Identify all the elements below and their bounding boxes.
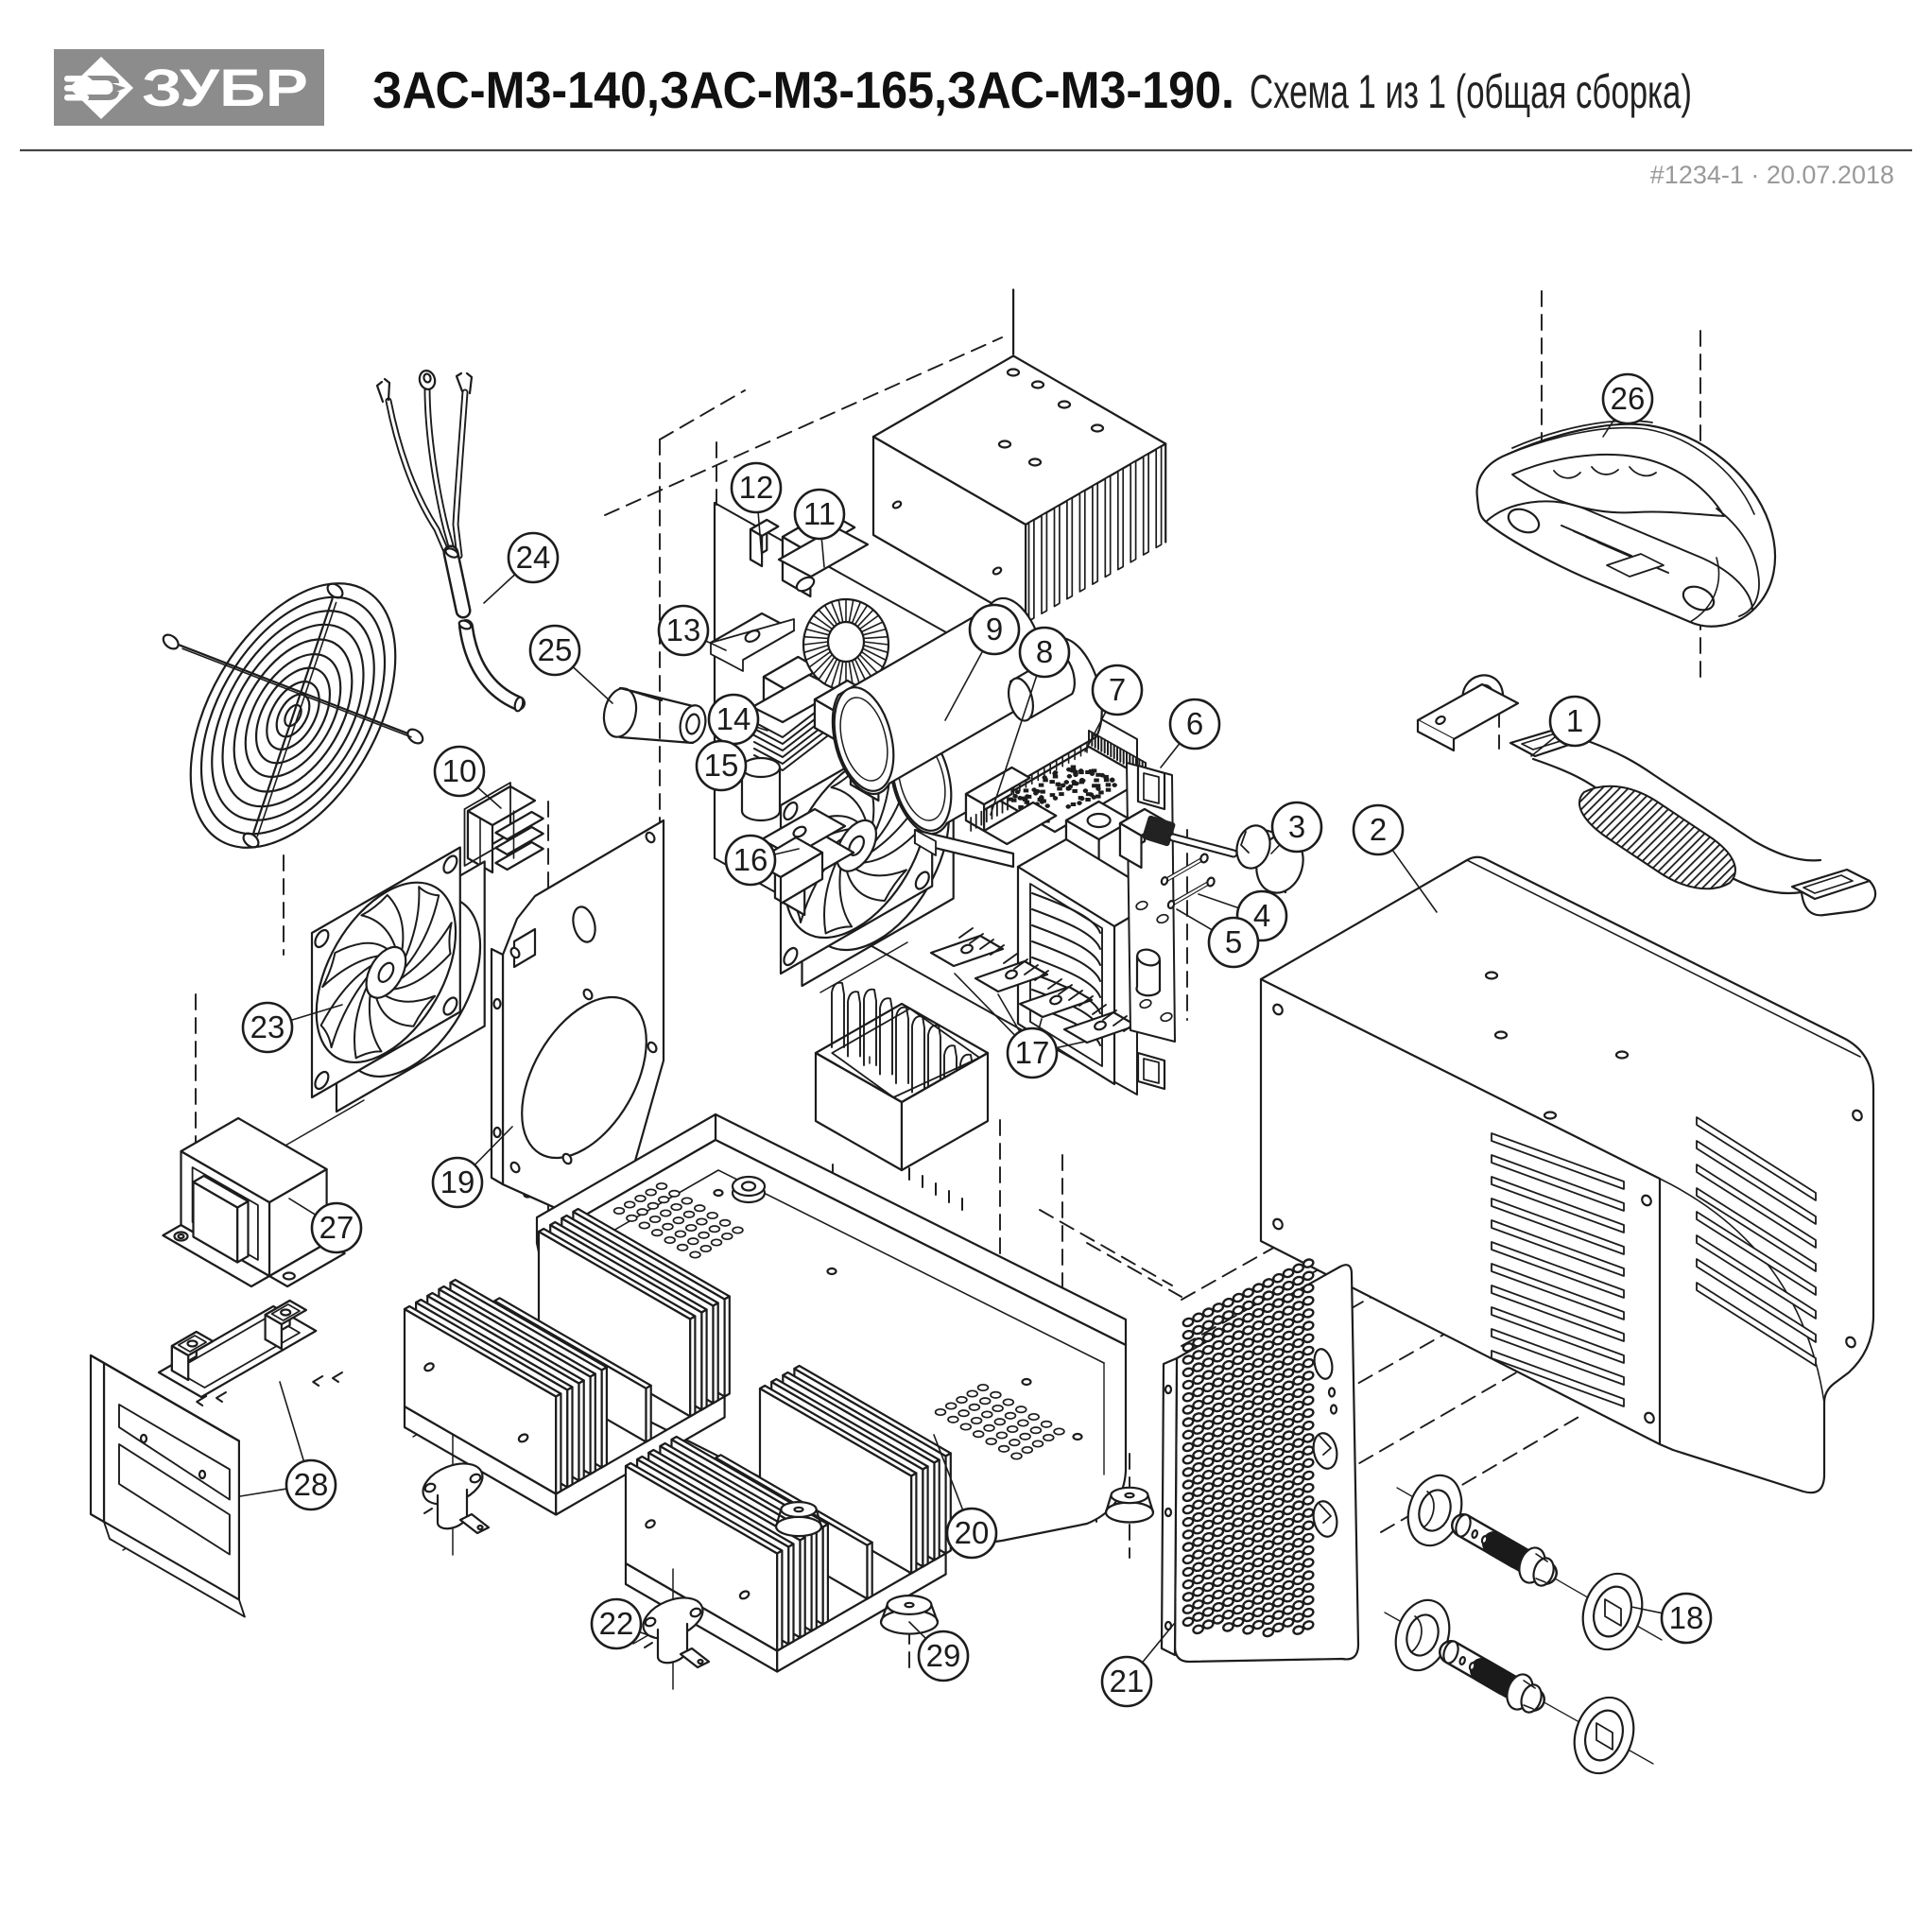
svg-text:27: 27 xyxy=(319,1210,354,1245)
svg-text:7: 7 xyxy=(1109,672,1126,707)
svg-text:16: 16 xyxy=(733,842,768,877)
svg-text:21: 21 xyxy=(1110,1664,1145,1699)
svg-text:Схема 1 из 1 (общая сборка): Схема 1 из 1 (общая сборка) xyxy=(1250,65,1692,118)
svg-text:17: 17 xyxy=(1015,1035,1050,1070)
svg-text:29: 29 xyxy=(926,1638,961,1673)
svg-text:8: 8 xyxy=(1036,634,1053,669)
svg-text:24: 24 xyxy=(516,540,551,575)
svg-text:4: 4 xyxy=(1253,898,1270,933)
svg-text:23: 23 xyxy=(250,1009,285,1044)
svg-text:2: 2 xyxy=(1370,812,1387,847)
svg-text:3: 3 xyxy=(1288,809,1305,844)
svg-text:25: 25 xyxy=(538,632,573,667)
svg-text:19: 19 xyxy=(440,1164,475,1199)
svg-text:9: 9 xyxy=(986,612,1003,647)
svg-text:26: 26 xyxy=(1611,381,1646,416)
svg-text:15: 15 xyxy=(704,748,739,783)
svg-text:1: 1 xyxy=(1566,703,1583,738)
svg-text:ЗУБР: ЗУБР xyxy=(142,58,308,117)
svg-text:28: 28 xyxy=(294,1467,329,1502)
svg-text:12: 12 xyxy=(739,470,774,505)
svg-text:5: 5 xyxy=(1225,924,1242,959)
svg-text:ЗАС-М3-140,ЗАС-М3-165,ЗАС-М3-1: ЗАС-М3-140,ЗАС-М3-165,ЗАС-М3-190. xyxy=(372,60,1234,119)
svg-text:14: 14 xyxy=(716,701,751,736)
svg-text:22: 22 xyxy=(599,1606,634,1641)
svg-text:10: 10 xyxy=(442,753,477,788)
svg-text:6: 6 xyxy=(1186,706,1203,741)
svg-text:13: 13 xyxy=(666,612,701,647)
svg-text:11: 11 xyxy=(803,496,836,531)
svg-text:18: 18 xyxy=(1669,1600,1704,1635)
svg-text:20: 20 xyxy=(955,1515,990,1550)
svg-text:#1234-1 · 20.07.2018: #1234-1 · 20.07.2018 xyxy=(1650,161,1894,189)
